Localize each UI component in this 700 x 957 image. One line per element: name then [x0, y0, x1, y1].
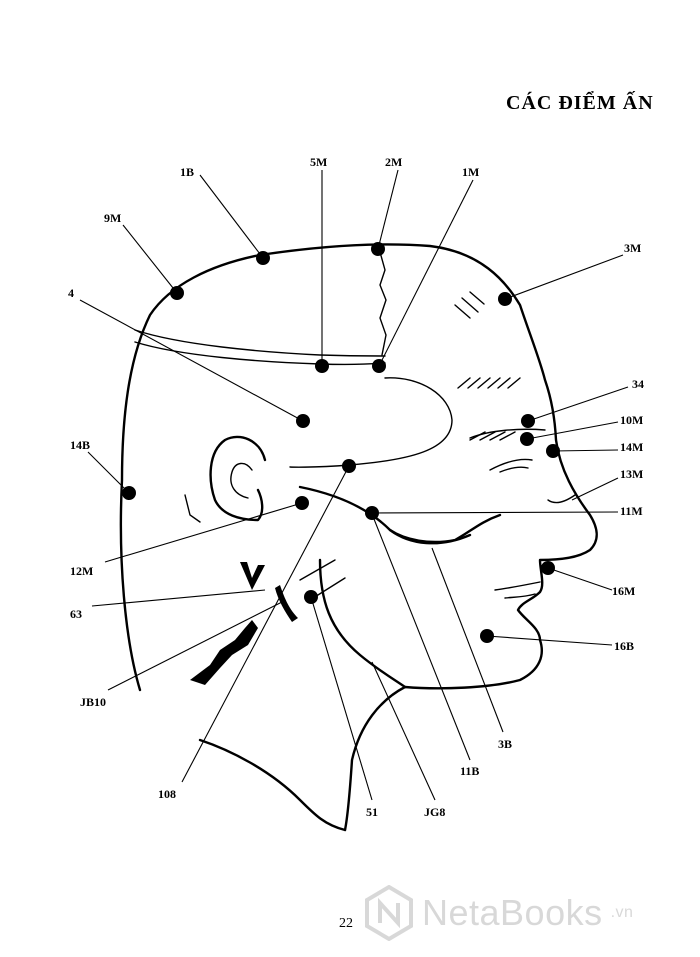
dot-16M: [541, 561, 555, 575]
dot-5M: [315, 359, 329, 373]
label-12M: 12M: [70, 564, 93, 578]
mark-zigzag: [190, 620, 258, 685]
point-11M: 11M: [365, 504, 643, 520]
point-11B: 11B: [371, 513, 479, 778]
nostril: [547, 494, 576, 504]
point-JB10: JB10: [80, 601, 283, 709]
point-JG8: JG8: [371, 661, 445, 819]
point-3M: 3M: [498, 241, 641, 306]
dot-4: [296, 414, 310, 428]
lower-jaw: [318, 558, 407, 689]
point-108: 108: [158, 459, 356, 801]
point-63: 63: [70, 589, 266, 621]
point-5M: 5M: [310, 155, 329, 373]
watermark: NetaBooks .vn: [364, 880, 694, 946]
eye: [489, 458, 533, 473]
ear: [209, 435, 267, 522]
skull-hatch: [454, 291, 485, 319]
watermark-brand: NetaBooks: [422, 892, 603, 933]
label-16M: 16M: [612, 584, 635, 598]
label-9M: 9M: [104, 211, 121, 225]
label-3M: 3M: [624, 241, 641, 255]
cheek-hatch: [469, 431, 516, 441]
point-9M: 9M: [104, 211, 184, 300]
point-14M: 14M: [546, 440, 643, 458]
point-16M: 16M: [541, 561, 635, 598]
label-10M: 10M: [620, 413, 643, 427]
label-2M: 2M: [385, 155, 402, 169]
temple-outline: [289, 377, 453, 468]
dot-34: [521, 414, 535, 428]
point-12M: 12M: [70, 496, 309, 578]
dot-3M: [498, 292, 512, 306]
dot-16B: [480, 629, 494, 643]
ear-inner: [230, 462, 253, 499]
point-16B: 16B: [480, 629, 634, 653]
label-4: 4: [68, 286, 74, 300]
brow: [469, 428, 546, 439]
point-13M: 13M: [571, 467, 643, 501]
skull-face-profile: [119, 243, 598, 832]
dot-51: [304, 590, 318, 604]
dot-1M: [372, 359, 386, 373]
dot-108: [342, 459, 356, 473]
label-11M: 11M: [620, 504, 643, 518]
dot-1B: [256, 251, 270, 265]
point-2M: 2M: [371, 155, 402, 256]
jaw-line: [298, 485, 502, 544]
temple-hatch: [457, 377, 521, 389]
label-3B: 3B: [498, 737, 512, 751]
label-108: 108: [158, 787, 176, 801]
label-1B: 1B: [180, 165, 194, 179]
point-10M: 10M: [520, 413, 643, 446]
label-1M: 1M: [462, 165, 479, 179]
point-3B: 3B: [431, 547, 512, 751]
acupoints: 1B 5M 2M 1M 9M: [68, 155, 644, 819]
netabooks-logo-icon: [365, 885, 413, 941]
hat-band: [134, 329, 386, 357]
page-number: 22: [339, 916, 353, 931]
point-34: 34: [521, 377, 644, 428]
label-13M: 13M: [620, 467, 643, 481]
head-outline: [119, 243, 598, 832]
dot-11M: [365, 506, 379, 520]
label-JG8: JG8: [424, 805, 445, 819]
label-63: 63: [70, 607, 82, 621]
label-51: 51: [366, 805, 378, 819]
cheek-curve: [388, 528, 472, 545]
point-1M: 1M: [372, 165, 479, 373]
dot-14B: [122, 486, 136, 500]
dot-10M: [520, 432, 534, 446]
neck-back: [198, 738, 347, 832]
label-14B: 14B: [70, 438, 90, 452]
lip: [504, 593, 536, 599]
label-JB10: JB10: [80, 695, 106, 709]
hair-tuft: [184, 494, 201, 523]
mark-v: [240, 562, 265, 590]
dot-2M: [371, 242, 385, 256]
mouth: [494, 581, 541, 591]
dot-9M: [170, 286, 184, 300]
dot-12M: [295, 496, 309, 510]
hat-band-lower: [134, 341, 386, 366]
skull-zigzag: [379, 251, 387, 356]
page-title: CÁC ĐIỂM ẤN: [506, 92, 654, 114]
label-34: 34: [632, 377, 644, 391]
label-14M: 14M: [620, 440, 643, 454]
point-14B: 14B: [70, 438, 136, 500]
label-5M: 5M: [310, 155, 327, 169]
dot-14M: [546, 444, 560, 458]
label-11B: 11B: [460, 764, 479, 778]
watermark-suffix: .vn: [610, 904, 634, 921]
point-4: 4: [68, 286, 310, 428]
point-51: 51: [304, 590, 378, 819]
point-1B: 1B: [180, 165, 270, 265]
label-16B: 16B: [614, 639, 634, 653]
